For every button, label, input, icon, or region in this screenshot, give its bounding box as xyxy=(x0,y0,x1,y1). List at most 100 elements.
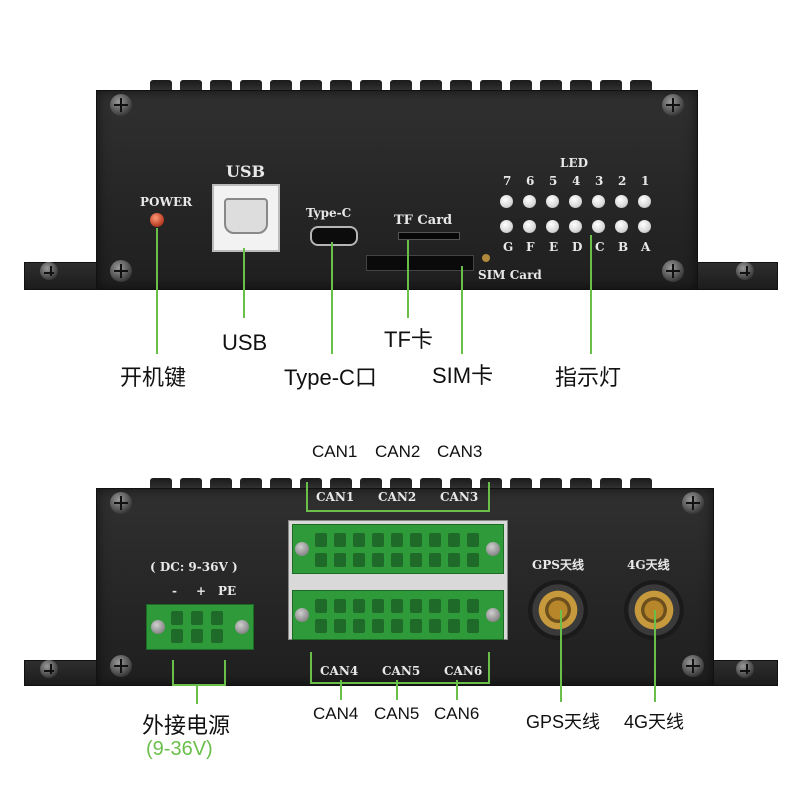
screw-icon xyxy=(736,660,754,678)
terminal-socket xyxy=(410,533,422,547)
callout-can2: CAN2 xyxy=(375,442,421,461)
led-silk-label: LED xyxy=(560,156,588,170)
terminal-socket xyxy=(211,629,223,643)
terminal-socket xyxy=(448,619,460,633)
tf-silk-label: TF Card xyxy=(394,213,453,228)
led-number: 7 xyxy=(503,174,512,188)
screw-icon xyxy=(40,262,58,280)
typec-silk-label: Type-C xyxy=(306,206,352,220)
power-button[interactable] xyxy=(150,213,164,227)
callout-line xyxy=(156,228,158,354)
screw-icon xyxy=(736,262,754,280)
led-indicator-icon xyxy=(500,195,513,208)
tf-card-slot[interactable] xyxy=(398,232,460,240)
led-indicator-icon xyxy=(638,220,651,233)
led-letter: C xyxy=(595,240,605,254)
sim-eject-pin-icon xyxy=(482,254,490,262)
callout-line xyxy=(331,242,333,354)
led-number: 1 xyxy=(641,174,650,188)
typec-port[interactable] xyxy=(310,226,358,246)
callout-can4: CAN4 xyxy=(313,704,359,723)
terminal-socket xyxy=(334,619,346,633)
terminal-socket xyxy=(353,619,365,633)
callout-line xyxy=(196,684,198,704)
can-silk-label: CAN6 xyxy=(444,664,483,678)
can-bottom-bracket xyxy=(310,652,490,684)
can-silk-label: CAN5 xyxy=(382,664,421,678)
usb-b-socket xyxy=(224,198,268,234)
polarity-label: PE xyxy=(218,584,237,598)
led-letter: D xyxy=(572,240,583,254)
can-silk-label: CAN3 xyxy=(440,490,479,504)
terminal-socket xyxy=(448,599,460,613)
can-silk-label: CAN4 xyxy=(320,664,359,678)
callout-line xyxy=(243,248,245,318)
terminal-socket xyxy=(429,599,441,613)
terminal-socket xyxy=(334,553,346,567)
callout-line xyxy=(396,680,398,700)
callout-line xyxy=(456,680,458,700)
callout-usb: USB xyxy=(222,330,268,355)
dc-silk-label: ( DC: 9-36V ) xyxy=(150,560,238,574)
terminal-socket xyxy=(191,629,203,643)
can-terminal-bottom[interactable] xyxy=(292,590,504,640)
terminal-socket xyxy=(315,619,327,633)
callout-line xyxy=(590,235,592,354)
led-indicator-icon xyxy=(569,195,582,208)
terminal-screw-icon xyxy=(235,620,249,634)
screw-icon xyxy=(110,260,132,282)
terminal-socket xyxy=(429,619,441,633)
terminal-screw-icon xyxy=(486,542,500,556)
terminal-socket xyxy=(410,599,422,613)
led-number: 6 xyxy=(526,174,535,188)
callout-can5: CAN5 xyxy=(374,704,420,723)
terminal-socket xyxy=(448,553,460,567)
led-number: 5 xyxy=(549,174,558,188)
power-bracket xyxy=(172,660,226,686)
terminal-socket xyxy=(429,553,441,567)
sim-card-slot[interactable] xyxy=(366,255,474,271)
callout-can6: CAN6 xyxy=(434,704,480,723)
terminal-socket xyxy=(315,533,327,547)
callout-line xyxy=(340,680,342,700)
led-indicator-icon xyxy=(615,195,628,208)
led-letter: E xyxy=(549,240,559,254)
gps-antenna-connector[interactable] xyxy=(528,580,588,640)
led-indicator-icon xyxy=(523,195,536,208)
usb-port[interactable] xyxy=(212,184,280,252)
callout-power-key: 开机键 xyxy=(120,365,187,390)
terminal-screw-icon xyxy=(295,542,309,556)
g4-silk-label: 4G天线 xyxy=(627,558,670,572)
terminal-socket xyxy=(334,533,346,547)
screw-icon xyxy=(110,655,132,677)
can-terminal-top[interactable] xyxy=(292,524,504,574)
terminal-socket xyxy=(334,599,346,613)
terminal-screw-icon xyxy=(151,620,165,634)
led-indicator-icon xyxy=(500,220,513,233)
led-number: 3 xyxy=(595,174,604,188)
callout-can3: CAN3 xyxy=(437,442,483,461)
terminal-socket xyxy=(171,629,183,643)
led-number: 2 xyxy=(618,174,627,188)
terminal-socket xyxy=(410,619,422,633)
led-letter: A xyxy=(641,240,651,254)
callout-line xyxy=(461,266,463,354)
terminal-socket xyxy=(372,553,384,567)
terminal-socket xyxy=(448,533,460,547)
terminal-screw-icon xyxy=(486,608,500,622)
screw-icon xyxy=(110,492,132,514)
callout-4g: 4G天线 xyxy=(624,712,685,732)
callout-typec: Type-C口 xyxy=(284,365,377,390)
terminal-socket xyxy=(467,553,479,567)
can-top-bracket xyxy=(306,482,490,512)
callout-can1: CAN1 xyxy=(312,442,358,461)
power-terminal-block[interactable] xyxy=(146,604,254,650)
terminal-socket xyxy=(391,599,403,613)
terminal-socket xyxy=(353,553,365,567)
led-indicator-icon xyxy=(546,220,559,233)
screw-icon xyxy=(682,655,704,677)
power-silk-label: POWER xyxy=(140,195,193,209)
led-number: 4 xyxy=(572,174,581,188)
terminal-socket xyxy=(191,611,203,625)
polarity-label: + xyxy=(196,584,207,598)
